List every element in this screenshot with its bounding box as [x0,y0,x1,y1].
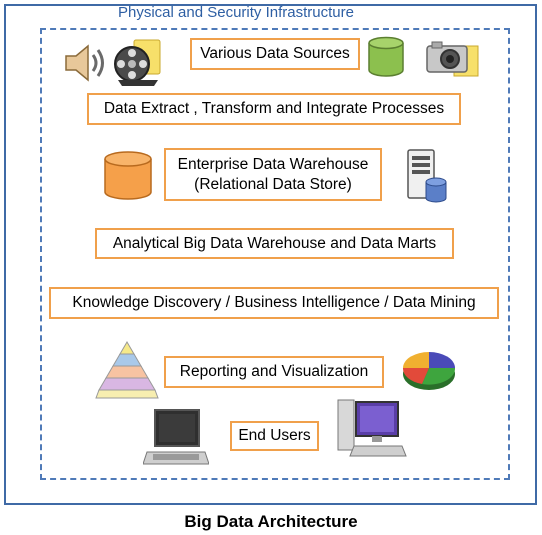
analytical-warehouse-box: Analytical Big Data Warehouse and Data M… [95,228,454,259]
enterprise-data-warehouse-box: Enterprise Data Warehouse (Relational Da… [164,148,382,201]
end-users-box: End Users [230,421,319,451]
outer-frame [4,4,537,505]
diagram-caption: Big Data Architecture [184,512,358,531]
desktop-computer-icon [337,399,407,457]
edw-label-line2: (Relational Data Store) [194,175,352,193]
infrastructure-title: Physical and Security Infrastructure [118,4,354,21]
reporting-visualization-label: Reporting and Visualization [179,363,369,381]
film-reel-icon [114,39,161,86]
knowledge-discovery-box: Knowledge Discovery / Business Intellige… [49,287,499,319]
etl-process-box: Data Extract , Transform and Integrate P… [87,93,461,125]
laptop-icon [143,409,209,465]
reporting-visualization-box: Reporting and Visualization [164,356,384,388]
green-database-icon [368,36,404,77]
inner-dashed-frame [40,28,510,480]
speaker-icon [65,44,104,82]
pyramid-icon [95,341,159,399]
various-data-sources-label: Various Data Sources [200,45,350,63]
camera-icon [426,41,479,77]
various-data-sources-box: Various Data Sources [190,38,360,70]
analytical-warehouse-label: Analytical Big Data Warehouse and Data M… [112,234,437,252]
pie-chart-icon [402,352,456,390]
server-database-icon [407,149,447,203]
knowledge-discovery-label: Knowledge Discovery / Business Intellige… [72,294,476,312]
edw-label-line1: Enterprise Data Warehouse [177,156,369,174]
end-users-label: End Users [238,427,311,445]
etl-process-label: Data Extract , Transform and Integrate P… [103,100,445,118]
orange-database-icon [104,151,152,200]
